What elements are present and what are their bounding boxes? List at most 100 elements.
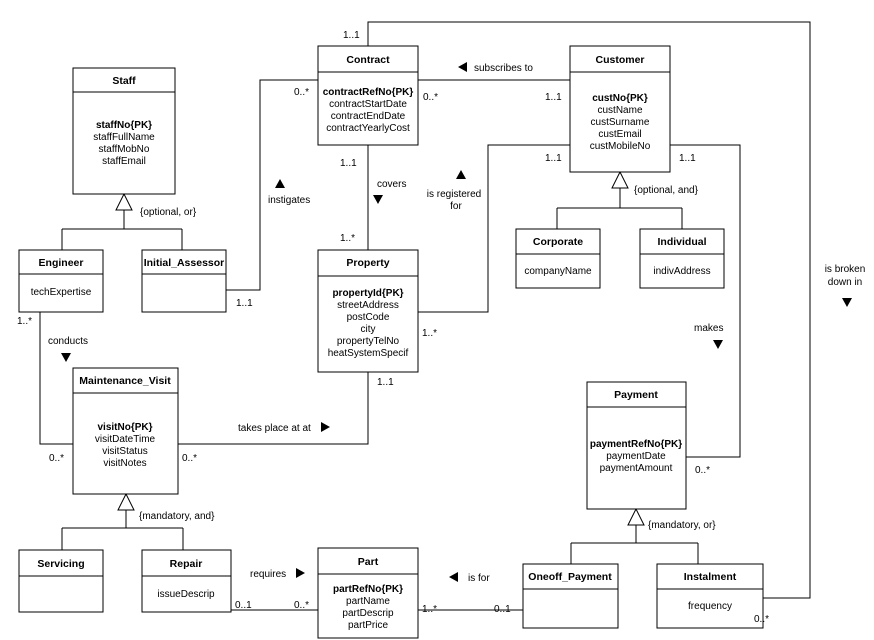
broken-down-label-line2: down in bbox=[828, 277, 862, 288]
payment-title: Payment bbox=[614, 389, 658, 401]
staff-pk: staffNo{PK} bbox=[96, 120, 152, 131]
instalment-attr: frequency bbox=[688, 601, 732, 612]
corporate-title: Corporate bbox=[533, 236, 583, 248]
customer-title: Customer bbox=[595, 54, 644, 66]
contract-attr: contractEndDate bbox=[331, 111, 406, 122]
staff-generalization-line bbox=[61, 210, 183, 250]
multiplicity: 0..1 bbox=[235, 600, 252, 611]
property-pk: propertyId{PK} bbox=[332, 288, 403, 299]
class-customer: Customer custNo{PK} custName custSurname… bbox=[569, 45, 671, 173]
class-payment: Payment paymentRefNo{PK} paymentDate pay… bbox=[586, 381, 687, 510]
makes-line bbox=[670, 144, 741, 458]
payment-generalization-icon bbox=[627, 507, 645, 526]
class-staff: Staff staffNo{PK} staffFullName staffMob… bbox=[72, 67, 176, 195]
class-property: Property propertyId{PK} streetAddress po… bbox=[317, 249, 419, 373]
registered-label-line2: for bbox=[450, 201, 462, 212]
multiplicity: 1..* bbox=[340, 233, 355, 244]
multiplicity: 0..* bbox=[182, 453, 197, 464]
maintenance-visit-attr: visitNotes bbox=[103, 458, 146, 469]
arrow-down-icon bbox=[713, 340, 723, 349]
class-oneoff-payment: Oneoff_Payment bbox=[522, 563, 619, 629]
customer-attr: custName bbox=[597, 105, 642, 116]
staff-constraint-label: {optional, or} bbox=[140, 207, 197, 218]
multiplicity: 1..1 bbox=[377, 377, 394, 388]
arrow-down-icon bbox=[373, 195, 383, 204]
class-corporate: Corporate companyName bbox=[515, 228, 601, 289]
individual-attr: indivAddress bbox=[653, 266, 710, 277]
customer-attr: custMobileNo bbox=[590, 141, 651, 152]
property-attr: propertyTelNo bbox=[337, 336, 400, 347]
contract-title: Contract bbox=[346, 54, 390, 66]
engineer-title: Engineer bbox=[39, 257, 84, 269]
multiplicity: 0..* bbox=[695, 465, 710, 476]
multiplicity: 1..1 bbox=[343, 30, 360, 41]
multiplicity: 0..* bbox=[294, 87, 309, 98]
class-maintenance-visit: Maintenance_Visit visitNo{PK} visitDateT… bbox=[72, 367, 179, 495]
takes-place-label: takes place at at bbox=[238, 423, 311, 434]
multiplicity: 0..* bbox=[294, 600, 309, 611]
part-pk: partRefNo{PK} bbox=[333, 584, 403, 595]
customer-generalization-line bbox=[556, 188, 683, 229]
customer-pk: custNo{PK} bbox=[592, 93, 648, 104]
property-attr: streetAddress bbox=[337, 300, 399, 311]
conducts-label: conducts bbox=[48, 336, 88, 347]
class-part: Part partRefNo{PK} partName partDescrip … bbox=[317, 547, 419, 639]
customer-generalization-icon bbox=[611, 170, 629, 189]
part-title: Part bbox=[358, 556, 379, 568]
multiplicity: 1..1 bbox=[545, 153, 562, 164]
is-for-label: is for bbox=[468, 573, 490, 584]
payment-constraint-label: {mandatory, or} bbox=[648, 520, 716, 531]
multiplicity: 1..* bbox=[422, 604, 437, 615]
connectors bbox=[39, 21, 811, 611]
oneoff-payment-title: Oneoff_Payment bbox=[528, 571, 612, 583]
property-title: Property bbox=[346, 257, 389, 269]
customer-attr: custEmail bbox=[598, 129, 641, 140]
visit-generalization-line bbox=[61, 510, 184, 550]
arrow-right-icon bbox=[321, 422, 330, 432]
arrow-down-icon bbox=[61, 353, 71, 362]
class-initial-assessor: Initial_Assessor bbox=[141, 249, 227, 313]
makes-label: makes bbox=[694, 323, 723, 334]
staff-generalization-icon bbox=[115, 192, 133, 211]
arrow-left-icon bbox=[458, 62, 467, 72]
multiplicity: 1..* bbox=[422, 328, 437, 339]
class-contract: Contract contractRefNo{PK} contractStart… bbox=[317, 45, 419, 146]
class-servicing: Servicing bbox=[18, 549, 104, 613]
arrow-right-icon bbox=[296, 568, 305, 578]
instigates-line bbox=[226, 79, 318, 291]
staff-attr: staffFullName bbox=[93, 132, 155, 143]
requires-label: requires bbox=[250, 569, 286, 580]
multiplicity: 1..1 bbox=[545, 92, 562, 103]
staff-title: Staff bbox=[112, 75, 136, 87]
covers-label: covers bbox=[377, 179, 406, 190]
arrow-down-icon bbox=[842, 298, 852, 307]
multiplicity: 0..* bbox=[49, 453, 64, 464]
servicing-title: Servicing bbox=[37, 558, 84, 570]
multiplicity: 1..1 bbox=[340, 158, 357, 169]
repair-attr: issueDescrip bbox=[157, 589, 215, 600]
property-attr: postCode bbox=[347, 312, 390, 323]
takes-place-line bbox=[178, 372, 369, 445]
instigates-label: instigates bbox=[268, 195, 310, 206]
part-attr: partName bbox=[346, 596, 390, 607]
payment-attr: paymentDate bbox=[606, 451, 666, 462]
registered-for-line bbox=[418, 144, 570, 313]
maintenance-visit-attr: visitStatus bbox=[102, 446, 148, 457]
payment-generalization-line bbox=[570, 525, 699, 564]
class-repair: Repair issueDescrip bbox=[141, 549, 232, 613]
property-attr: heatSystemSpecif bbox=[328, 348, 409, 359]
part-attr: partPrice bbox=[348, 620, 388, 631]
contract-pk: contractRefNo{PK} bbox=[323, 87, 414, 98]
payment-pk: paymentRefNo{PK} bbox=[590, 439, 682, 450]
multiplicity: 0..* bbox=[754, 614, 769, 625]
customer-constraint-label: {optional, and} bbox=[634, 185, 699, 196]
maintenance-visit-attr: visitDateTime bbox=[95, 434, 156, 445]
arrow-up-icon bbox=[275, 179, 285, 188]
visit-generalization-icon bbox=[117, 492, 135, 511]
multiplicity: 0..* bbox=[423, 92, 438, 103]
property-attr: city bbox=[361, 324, 376, 335]
individual-title: Individual bbox=[657, 236, 706, 248]
payment-attr: paymentAmount bbox=[600, 463, 673, 474]
contract-attr: contractStartDate bbox=[329, 99, 407, 110]
